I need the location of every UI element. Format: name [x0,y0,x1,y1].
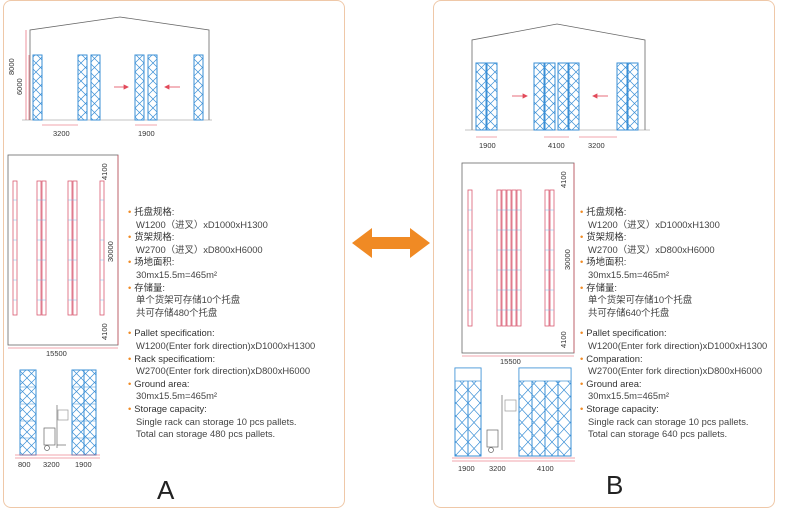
a-elev-height-total: 8000 [7,58,16,75]
a-elev-racks [32,54,204,121]
b-cn-rack-value: W2700（进叉）xD800xH6000 [588,243,715,255]
b-elev-racks [475,62,639,131]
a-cn-capacity-value-2: 共可存储480个托盘 [136,306,218,318]
a-en-rack-value: W2700(Enter fork direction)xD800xH6000 [136,365,311,377]
a-cn-area-value: 30mx15.5m=465m² [136,268,218,280]
forklift-icon [43,405,69,451]
a-cn-rack-heading: 货架规格: [128,231,315,244]
b-side-dim-1: 1900 [458,464,475,473]
b-en-rack-heading: Comparation: [580,353,767,366]
a-plan-dim-width: 15500 [46,349,67,358]
b-elev-arrows [512,93,608,99]
a-en-capacity-heading: Storage capacity: [128,403,315,416]
a-en-capacity-value-2: Total can storage 480 pcs pallets. [136,428,276,440]
b-plan-dim-length: 30000 [563,249,572,270]
b-elev-dim-1: 1900 [479,141,496,150]
b-cn-area-heading: 场地面积: [580,256,767,269]
a-en-area-value: 30mx15.5m=465m² [136,390,218,402]
a-plan: 4100 30000 4100 15500 [7,154,119,358]
a-en-rack-heading: Rack specificatiom: [128,353,315,366]
a-side: 800 3200 1900 [15,369,100,469]
b-elevation: 1900 4100 3200 [465,23,650,150]
b-cn-capacity-value-1: 单个货架可存储10个托盘 [588,294,693,306]
b-en-area-value: 30mx15.5m=465m² [588,390,670,402]
a-plan-dims [8,155,119,349]
b-en-capacity-value-2: Total can storage 640 pcs pallets. [588,428,728,440]
a-cn-rack-value: W2700（进叉）xD800xH6000 [136,243,263,255]
a-cn-capacity-heading: 存储量: [128,282,315,295]
a-elev-arrows [114,84,180,90]
b-plan-dim-width: 15500 [500,357,521,366]
a-side-dim-2: 3200 [43,460,60,469]
a-plan-dim-length: 30000 [106,241,115,262]
b-elev-dim-3: 3200 [588,141,605,150]
b-cn-pallet-value: W1200（进叉）xD1000xH1300 [588,218,720,230]
a-en-capacity-value-1: Single rack can storage 10 pcs pallets. [136,415,297,427]
a-plan-racks [12,180,105,316]
a-cn-area-heading: 场地面积: [128,256,315,269]
a-elev-height-rack: 6000 [15,78,24,95]
a-en-pallet-heading: Pallet specification: [128,327,315,340]
b-plan-rack-bays [468,209,554,311]
b-spec-text: 托盘规格: W1200（进叉）xD1000xH1300 货架规格: W2700（… [580,206,767,441]
b-en-pallet-heading: Pallet specification: [580,327,767,340]
a-cn-pallet-value: W1200（进叉）xD1000xH1300 [136,218,268,230]
b-cn-area-value: 30mx15.5m=465m² [588,268,670,280]
b-plan-dim-top: 4100 [559,171,568,188]
reach-truck-icon [486,395,517,453]
b-elev-dim-2: 4100 [548,141,565,150]
a-elev-dim-aisle: 3200 [53,129,70,138]
b-cn-pallet-heading: 托盘规格: [580,206,767,219]
b-en-area-heading: Ground area: [580,378,767,391]
a-plan-rack-bays [13,199,104,301]
b-side-dim-3: 4100 [537,464,554,473]
a-plan-dim-top: 4100 [100,163,109,180]
b-en-pallet-value: W1200(Enter fork direction)xD1000xH1300 [588,339,768,351]
a-side-dim-3: 1900 [75,460,92,469]
a-side-racks [19,369,97,456]
b-plan-dims [462,163,575,357]
b-cn-capacity-value-2: 共可存储640个托盘 [588,306,670,318]
a-side-dim-1: 800 [18,460,31,469]
b-plan-dim-bottom: 4100 [559,331,568,348]
b-side: 1900 3200 4100 [452,367,575,473]
a-cn-pallet-heading: 托盘规格: [128,206,315,219]
a-elev-dim-rack: 1900 [138,129,155,138]
a-en-area-heading: Ground area: [128,378,315,391]
a-en-pallet-value: W1200(Enter fork direction)xD1000xH1300 [136,339,316,351]
label-b: B [606,470,624,500]
b-plan-racks [467,189,555,327]
b-cn-capacity-heading: 存储量: [580,282,767,295]
b-en-capacity-value-1: Single rack can storage 10 pcs pallets. [588,415,749,427]
b-side-dim-2: 3200 [489,464,506,473]
a-elevation: 8000 6000 3200 1900 [7,16,212,138]
b-plan: 4100 30000 4100 15500 [461,162,575,366]
double-arrow-icon [352,228,430,258]
a-spec-text: 托盘规格: W1200（进叉）xD1000xH1300 货架规格: W2700（… [128,206,315,441]
label-a: A [157,475,175,505]
b-en-rack-value: W2700(Enter fork direction)xD800xH6000 [588,365,763,377]
b-cn-rack-heading: 货架规格: [580,231,767,244]
a-elev-dims [25,30,157,126]
a-plan-dim-bottom: 4100 [100,323,109,340]
a-cn-capacity-value-1: 单个货架可存储10个托盘 [136,294,241,306]
b-en-capacity-heading: Storage capacity: [580,403,767,416]
